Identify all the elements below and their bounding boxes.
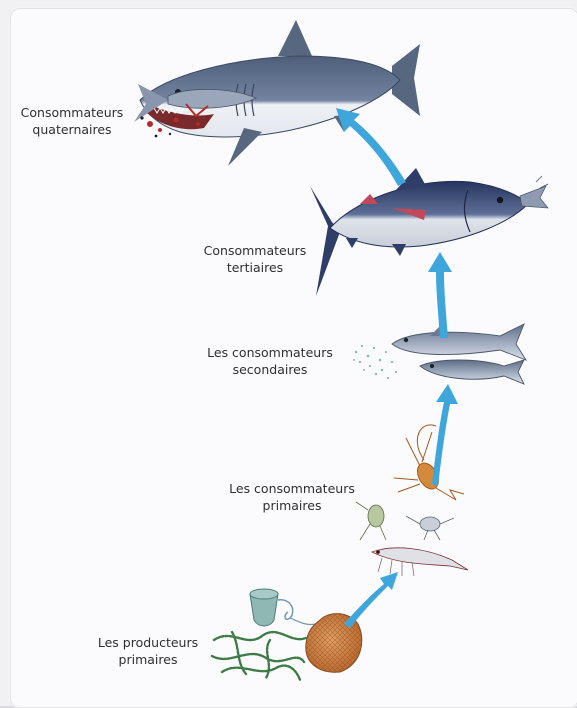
label-line: Consommateurs — [196, 242, 314, 259]
label-line: Les producteurs — [80, 634, 216, 651]
small-fish-icon — [353, 324, 526, 384]
phytoplankton-icon — [212, 589, 362, 680]
label-secondary-consumers: Les consommateurs secondaires — [194, 344, 346, 378]
label-line: Les consommateurs — [216, 480, 368, 497]
label-line: Les consommateurs — [194, 344, 346, 361]
label-line: quaternaires — [12, 121, 132, 138]
label-line: Consommateurs — [12, 104, 132, 121]
label-line: primaires — [80, 651, 216, 668]
label-line: secondaires — [194, 361, 346, 378]
label-line: tertiaires — [196, 259, 314, 276]
zooplankton-icon — [356, 425, 468, 576]
label-primary-consumers: Les consommateurs primaires — [216, 480, 368, 514]
label-primary-producers: Les producteurs primaires — [80, 634, 216, 668]
label-line: primaires — [216, 497, 368, 514]
label-quaternary-consumers: Consommateurs quaternaires — [12, 104, 132, 138]
tuna-icon — [310, 168, 548, 296]
label-tertiary-consumers: Consommateurs tertiaires — [196, 242, 314, 276]
